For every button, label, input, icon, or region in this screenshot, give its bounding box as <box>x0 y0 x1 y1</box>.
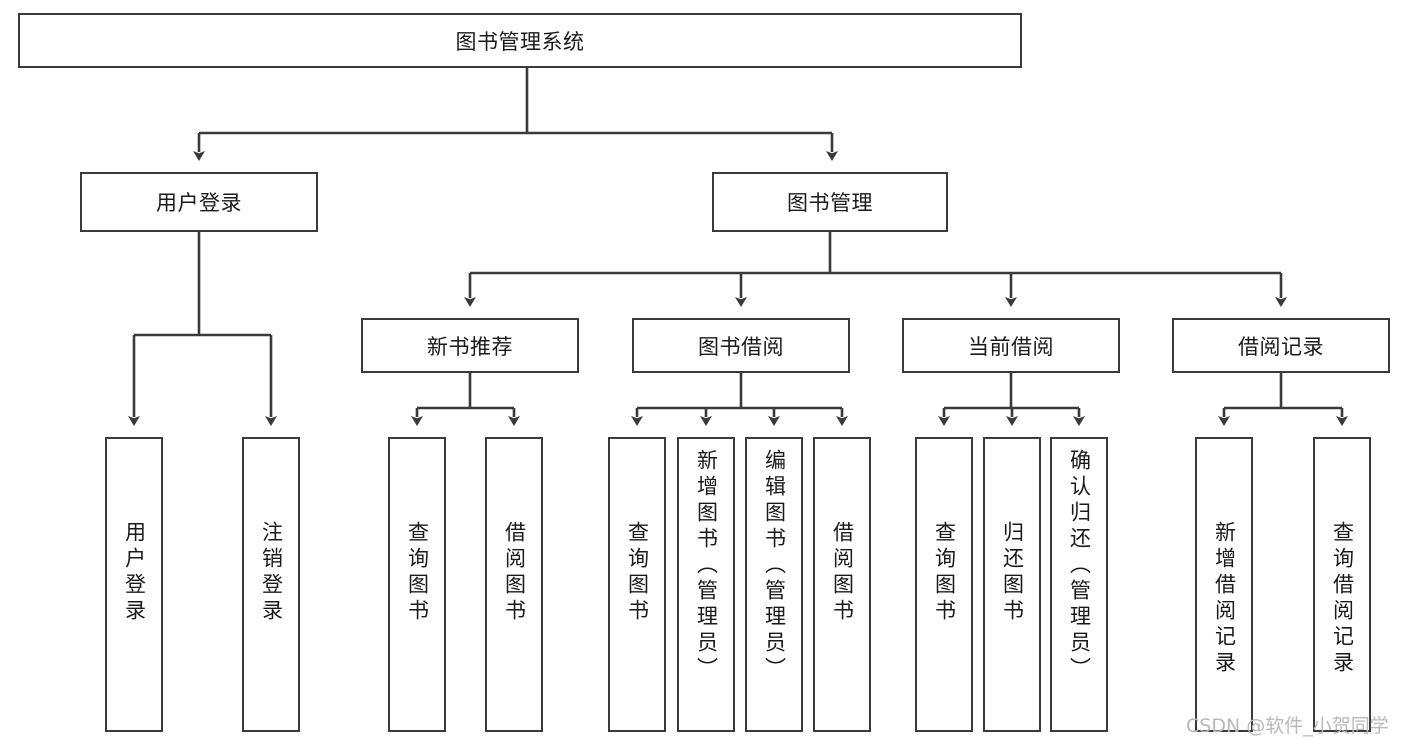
node-label: 查询图书 <box>625 521 650 625</box>
node-level3-borrow-records[interactable]: 借阅记录 <box>1172 318 1390 373</box>
node-label: 新书推荐 <box>427 334 513 359</box>
node-leaf-borrow-book[interactable]: 借阅图书 <box>813 437 871 732</box>
node-label: 借阅图书 <box>502 521 527 625</box>
node-leaf-borrow-book-new[interactable]: 借阅图书 <box>485 437 543 732</box>
node-level2-user-login[interactable]: 用户登录 <box>80 172 318 232</box>
node-level3-current-borrow[interactable]: 当前借阅 <box>902 318 1120 373</box>
node-label: 图书借阅 <box>698 334 784 359</box>
node-root-label: 图书管理系统 <box>455 29 585 54</box>
node-leaf-query-book-new[interactable]: 查询图书 <box>388 437 446 732</box>
node-label: 借阅图书 <box>830 521 855 625</box>
node-label: 确认归还（管理员） <box>1067 449 1092 683</box>
node-leaf-query-book-borrow[interactable]: 查询图书 <box>608 437 666 732</box>
node-leaf-add-borrow-record[interactable]: 新增借阅记录 <box>1195 437 1253 732</box>
node-leaf-add-book-admin[interactable]: 新增图书（管理员） <box>677 437 735 732</box>
watermark: CSDN @软件_小贺同学 <box>1186 715 1389 737</box>
node-leaf-confirm-return-admin[interactable]: 确认归还（管理员） <box>1050 437 1108 732</box>
node-leaf-query-book-current[interactable]: 查询图书 <box>915 437 973 732</box>
node-level3-book-borrow[interactable]: 图书借阅 <box>632 318 850 373</box>
node-leaf-edit-book-admin[interactable]: 编辑图书（管理员） <box>745 437 803 732</box>
node-label: 用户登录 <box>122 521 147 625</box>
node-label: 编辑图书（管理员） <box>762 449 787 683</box>
node-label: 新增借阅记录 <box>1212 521 1237 677</box>
node-label: 查询图书 <box>932 521 957 625</box>
node-root[interactable]: 图书管理系统 <box>18 13 1022 68</box>
node-level3-new-book-recommend[interactable]: 新书推荐 <box>361 318 579 373</box>
node-leaf-user-login[interactable]: 用户登录 <box>105 437 163 732</box>
node-label: 图书管理 <box>787 191 873 215</box>
node-label: 查询借阅记录 <box>1330 521 1355 677</box>
node-label: 归还图书 <box>1000 521 1025 625</box>
node-label: 借阅记录 <box>1238 334 1324 359</box>
node-label: 注销登录 <box>259 521 284 625</box>
node-level2-book-management[interactable]: 图书管理 <box>712 172 948 232</box>
node-leaf-query-borrow-record[interactable]: 查询借阅记录 <box>1313 437 1371 732</box>
node-label: 新增图书（管理员） <box>694 449 719 683</box>
node-label: 用户登录 <box>156 191 242 215</box>
node-label: 当前借阅 <box>968 334 1054 359</box>
node-label: 查询图书 <box>405 521 430 625</box>
node-leaf-return-book[interactable]: 归还图书 <box>983 437 1041 732</box>
node-leaf-logout[interactable]: 注销登录 <box>242 437 300 732</box>
